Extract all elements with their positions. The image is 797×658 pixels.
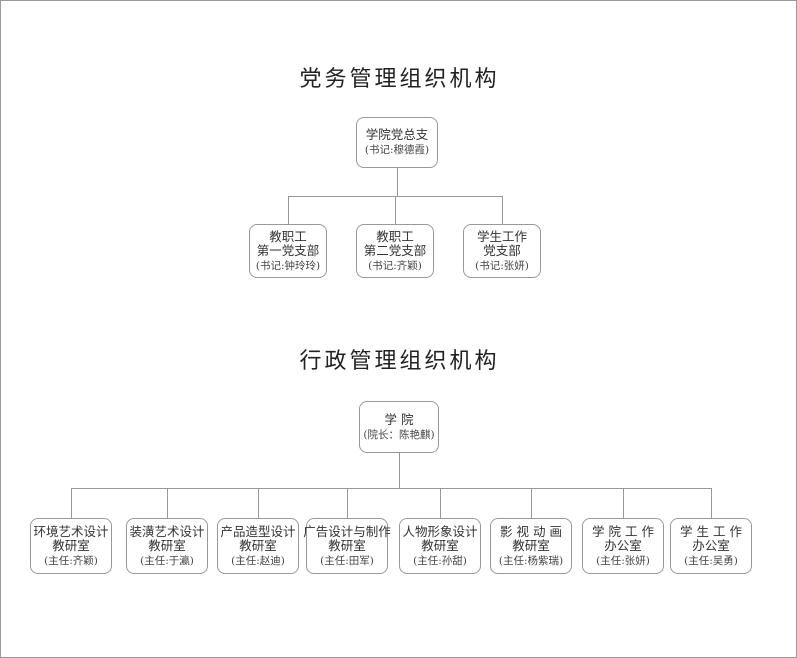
node-label: 学 院 工 作 — [592, 523, 654, 539]
connector-line — [288, 196, 289, 224]
connector-line — [167, 488, 168, 518]
node-label: 教研室 — [328, 537, 366, 553]
node-label: 办公室 — [604, 537, 642, 553]
child-node: 教职工第二党支部(书记:齐颖) — [356, 224, 434, 278]
child-node: 装潢艺术设计教研室(主任:于瀛) — [126, 518, 208, 574]
node-head: (主任:杨紫瑞) — [498, 554, 564, 567]
connector-line — [397, 168, 398, 196]
child-node: 人物形象设计教研室(主任:孙甜) — [399, 518, 481, 574]
node-label: 教研室 — [148, 537, 186, 553]
connector-line — [711, 488, 712, 518]
root-node: 学院党总支 (书记:穆德霞) — [356, 117, 438, 168]
node-label: 产品造型设计 — [220, 523, 296, 539]
node-label: 装潢艺术设计 — [129, 523, 205, 539]
root-node: 学 院(院长：陈艳麒) — [359, 401, 439, 453]
connector-bus — [71, 488, 712, 489]
node-head: (主任:赵迪) — [231, 554, 285, 567]
node-label: 学 院 — [384, 411, 414, 427]
node-head: (院长：陈艳麒) — [363, 428, 435, 441]
node-label: 党支部 — [483, 242, 521, 258]
child-node: 学生工作党支部(书记:张妍) — [463, 224, 541, 278]
node-label: 第二党支部 — [363, 242, 427, 258]
node-head: (书记:齐颖) — [368, 259, 422, 272]
child-node: 教职工第一党支部(书记:钟玲玲) — [249, 224, 327, 278]
party-org-title: 党务管理组织机构 — [299, 67, 500, 92]
node-head: (书记:穆德霞) — [364, 144, 430, 156]
child-node: 影 视 动 画教研室(主任:杨紫瑞) — [490, 518, 572, 574]
node-label: 影 视 动 画 — [500, 523, 562, 539]
child-node: 学 生 工 作办公室(主任:吴勇) — [670, 518, 752, 574]
node-label: 教研室 — [512, 537, 550, 553]
node-head: (书记:钟玲玲) — [255, 259, 321, 272]
node-label: 教研室 — [239, 537, 277, 553]
node-label: 学 生 工 作 — [680, 523, 742, 539]
node-head: (主任:齐颖) — [44, 554, 98, 567]
child-node: 学 院 工 作办公室(主任:张妍) — [582, 518, 664, 574]
connector-line — [440, 488, 441, 518]
connector-line — [623, 488, 624, 518]
node-label: 教职工 — [376, 228, 414, 244]
node-label: 学院党总支 — [365, 127, 429, 142]
node-label: 第一党支部 — [256, 242, 320, 258]
node-label: 学生工作 — [476, 228, 527, 244]
node-head: (主任:于瀛) — [140, 554, 194, 567]
connector-line — [71, 488, 72, 518]
node-head: (主任:张妍) — [596, 554, 650, 567]
connector-line — [395, 196, 396, 224]
admin-org-title: 行政管理组织机构 — [299, 349, 500, 374]
connector-line — [502, 196, 503, 224]
node-head: (主任:孙甜) — [413, 554, 467, 567]
connector-line — [399, 453, 400, 488]
node-label: 环境艺术设计 — [33, 523, 109, 539]
child-node: 环境艺术设计教研室(主任:齐颖) — [30, 518, 112, 574]
connector-line — [531, 488, 532, 518]
node-label: 教职工 — [269, 228, 307, 244]
connector-line — [258, 488, 259, 518]
node-head: (书记:张妍) — [475, 259, 529, 272]
child-node: 广告设计与制作教研室(主任:田军) — [303, 518, 391, 574]
node-label: 广告设计与制作 — [303, 523, 391, 539]
connector-line — [347, 488, 348, 518]
node-label: 教研室 — [52, 537, 90, 553]
node-head: (主任:吴勇) — [684, 554, 738, 567]
node-label: 教研室 — [421, 537, 459, 553]
node-label: 人物形象设计 — [402, 523, 478, 539]
node-label: 办公室 — [692, 537, 730, 553]
node-head: (主任:田军) — [320, 554, 374, 567]
child-node: 产品造型设计教研室(主任:赵迪) — [217, 518, 299, 574]
